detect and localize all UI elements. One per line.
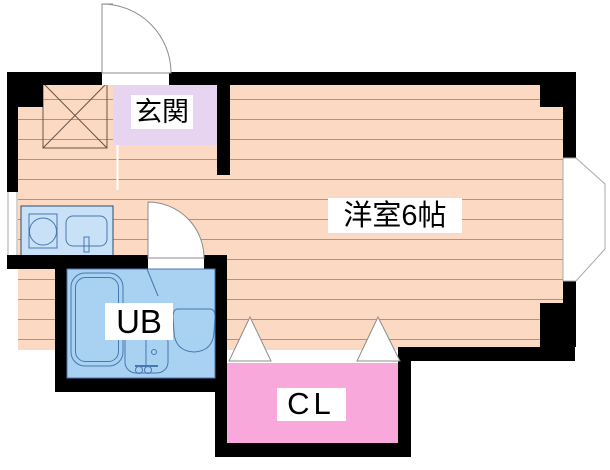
stove-burner-circle-icon xyxy=(29,217,57,246)
closet-label-bg xyxy=(277,388,346,421)
wall-bath-left xyxy=(55,269,67,392)
unit-bath-label-bg xyxy=(105,303,173,340)
main-room-label-bg xyxy=(328,198,462,233)
wall-main-bottom xyxy=(398,347,575,361)
window-left-icon xyxy=(7,192,18,255)
wall-closet-right xyxy=(398,350,411,457)
closet-folding-door-icon xyxy=(228,315,401,362)
genkan-label-bg xyxy=(131,95,193,129)
washbasin-knob-icon xyxy=(151,349,157,355)
room-labels: 玄関 洋室6帖 UB CL xyxy=(105,95,462,421)
genkan-label: 玄関 xyxy=(135,97,189,127)
toilet-icon xyxy=(172,308,216,353)
wall-bath-bottom xyxy=(55,378,215,392)
kitchen-counter xyxy=(20,205,114,259)
main-room-label: 洋室6帖 xyxy=(343,199,446,232)
closet-label: CL xyxy=(287,386,335,421)
bath-door-fold-line xyxy=(146,268,159,297)
entrance-door-opening xyxy=(102,72,169,85)
wall-top xyxy=(7,72,576,85)
wall-right-upper xyxy=(563,85,576,158)
entrance-door-swing-icon xyxy=(101,3,172,74)
interior-door-swing-icon xyxy=(147,201,205,259)
walls xyxy=(7,72,576,457)
bay-window-icon xyxy=(562,157,606,282)
wall-bath-closet-divider xyxy=(215,255,227,457)
unit-bath-label: UB xyxy=(116,303,162,340)
stove-burner-icon xyxy=(28,213,58,249)
kitchen-sink-icon xyxy=(65,215,108,247)
wall-left-upper xyxy=(7,85,18,192)
wall-closet-bottom xyxy=(215,443,411,457)
kitchen-counter-top xyxy=(20,205,114,259)
kitchen-faucet-icon xyxy=(83,236,90,253)
wall-genkan-divider xyxy=(217,72,230,175)
wall-corner-bottom-right xyxy=(540,303,576,347)
